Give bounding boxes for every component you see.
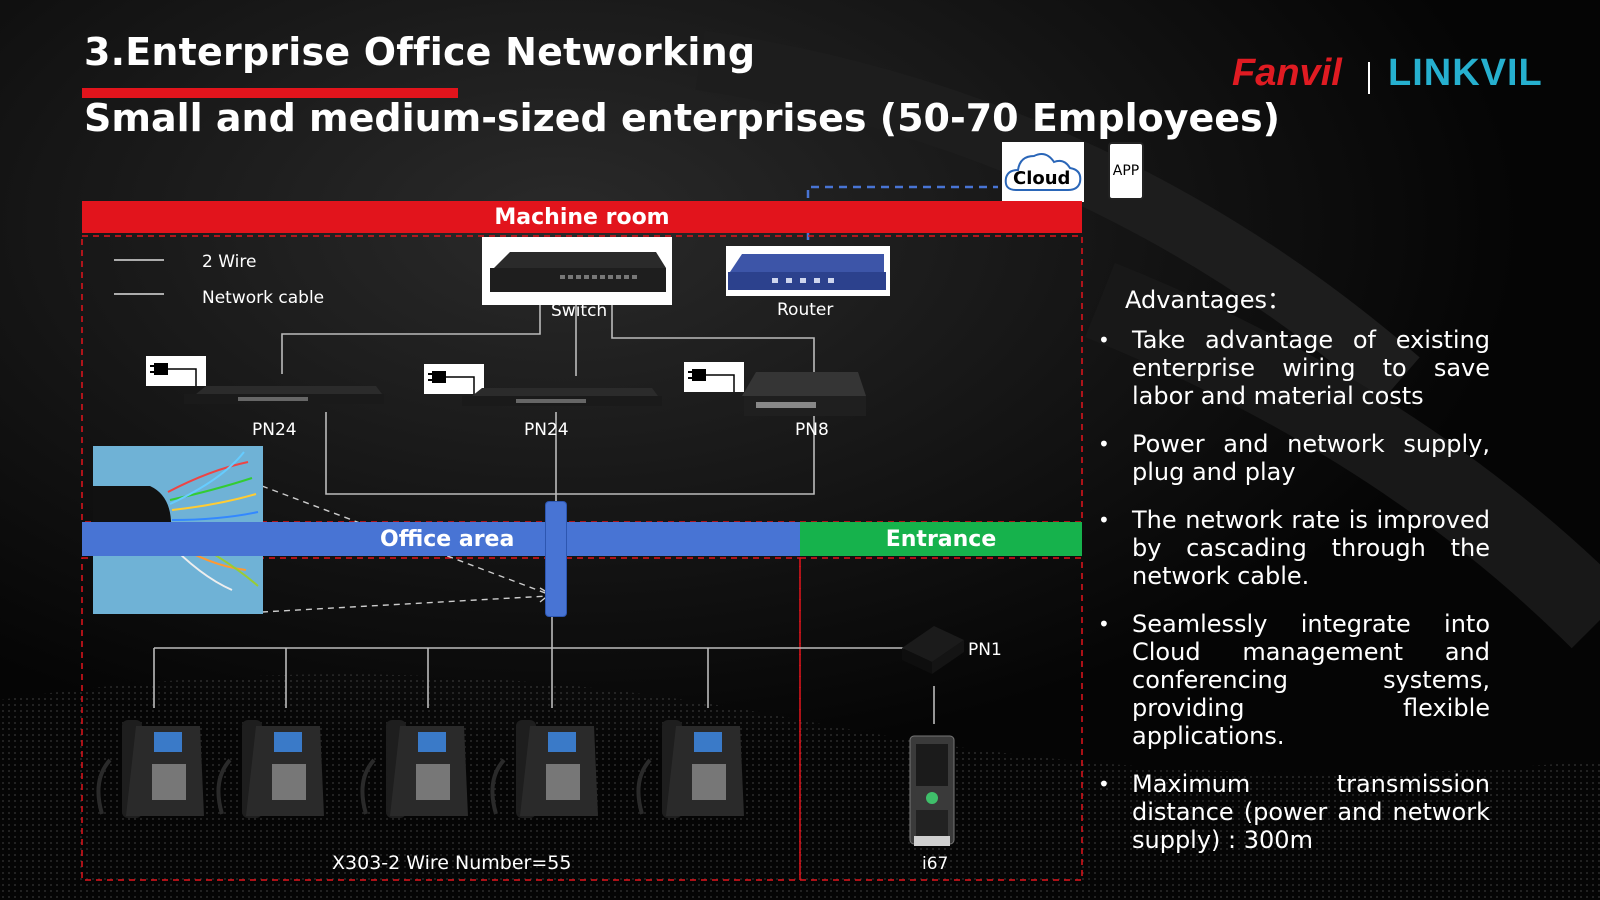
pn1-label: PN1 (968, 640, 1002, 660)
zone-office-area: Office area (82, 522, 800, 556)
advantage-text: Maximum transmission distance (power and… (1132, 770, 1490, 854)
linkvil-logo: LINKVIL (1388, 52, 1543, 94)
app-label: APP (1112, 163, 1140, 179)
office-area-boundary (81, 557, 801, 881)
i67-label: i67 (922, 854, 949, 874)
switch-label: Switch (551, 301, 608, 321)
desk-phone (490, 720, 598, 818)
desk-phone (96, 720, 204, 818)
pn8-device (742, 372, 866, 416)
bullet-icon: • (1098, 432, 1110, 456)
pn1-device (902, 626, 964, 674)
desk-phone (636, 720, 744, 818)
cloud-label: Cloud (1013, 168, 1071, 189)
list-item: • Seamlessly integrate into Cloud managem… (1096, 610, 1490, 750)
cloud-icon (1004, 153, 1082, 191)
pn24-left-label: PN24 (252, 420, 297, 440)
app-node: APP (1108, 142, 1144, 200)
network-diagram (81, 185, 1083, 881)
entrance-boundary (799, 557, 1083, 881)
pn24-mid-label: PN24 (524, 420, 569, 440)
zone-entrance: Entrance (800, 522, 1082, 556)
switch-icon (490, 252, 666, 292)
zone-machine-room: Machine room (82, 201, 1082, 233)
pn8-label: PN8 (795, 420, 829, 440)
zone-machine-room-label: Machine room (494, 204, 670, 230)
list-item: • The network rate is improved by cascadi… (1096, 506, 1490, 590)
list-item: • Power and network supply, plug and play (1096, 430, 1490, 486)
pn24-left-device (184, 386, 384, 404)
power-plug-icon (424, 364, 484, 394)
distribution-frame-overlay (546, 502, 566, 616)
page-title: 3.Enterprise Office Networking (84, 30, 756, 74)
bullet-icon: • (1098, 508, 1110, 532)
list-item: • Take advantage of existing enterprise w… (1096, 326, 1490, 410)
advantage-text: The network rate is improved by cascadin… (1132, 506, 1490, 590)
bullet-icon: • (1098, 772, 1110, 796)
power-plug-icon (146, 356, 206, 386)
desk-phone (216, 720, 324, 818)
page-subtitle: Small and medium-sized enterprises (50-7… (84, 96, 1281, 140)
router-icon (728, 254, 886, 290)
fanvil-logo: Fanvil (1232, 52, 1342, 94)
zone-entrance-label: Entrance (885, 526, 997, 552)
logo-divider (1368, 62, 1370, 94)
legend-two-wire-label: 2 Wire (202, 252, 257, 272)
advantage-text: Take advantage of existing enterprise wi… (1132, 326, 1490, 410)
advantage-text: Seamlessly integrate into Cloud manageme… (1132, 610, 1490, 750)
list-item: • Maximum transmission distance (power an… (1096, 770, 1490, 854)
i67-door-phone (909, 735, 955, 846)
two-wire-lines (153, 412, 935, 724)
pn24-mid-device (462, 388, 662, 406)
power-plug-icon (684, 362, 744, 392)
advantages-heading: Advantages： (1125, 286, 1291, 314)
advantage-text: Power and network supply, plug and play (1132, 430, 1490, 486)
desk-phone (360, 720, 468, 818)
legend-network-cable-label: Network cable (202, 288, 325, 308)
cloud-node: Cloud (1002, 142, 1084, 202)
network-cables (281, 304, 815, 376)
bullet-icon: • (1098, 612, 1110, 636)
bullet-icon: • (1098, 328, 1110, 352)
advantages-list: • Take advantage of existing enterprise w… (1096, 326, 1490, 874)
zone-office-area-label: Office area (380, 526, 515, 552)
phones-caption: X303-2 Wire Number=55 (332, 852, 572, 874)
router-label: Router (777, 300, 834, 320)
title-underline (82, 88, 458, 98)
